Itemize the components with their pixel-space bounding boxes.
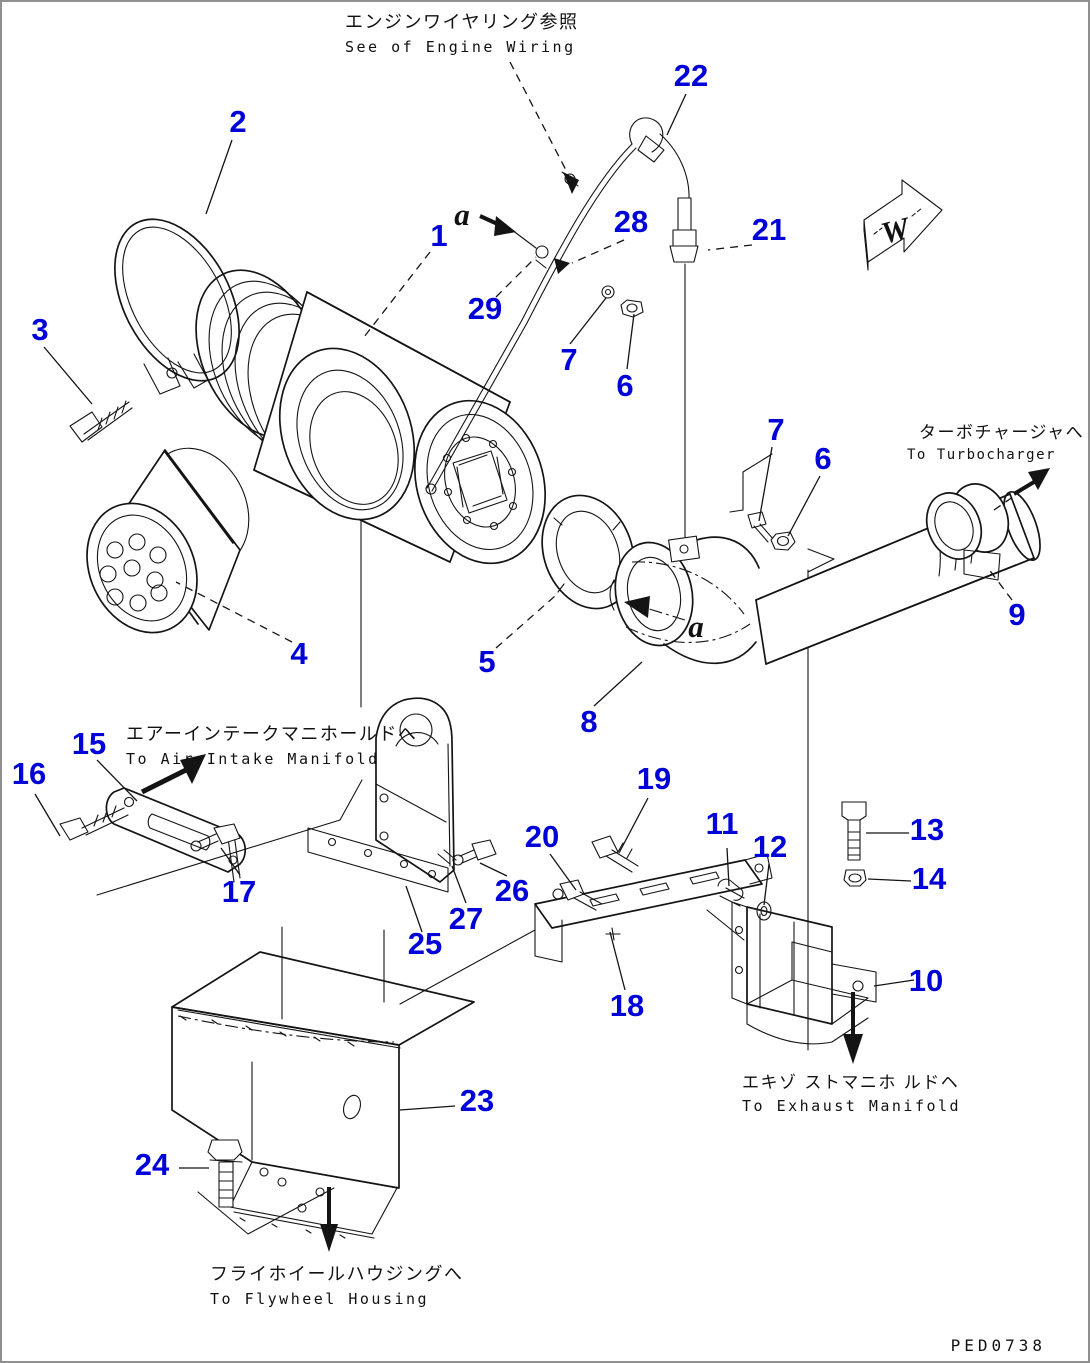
bolt-20 [552, 879, 603, 911]
callout-number: 6 [616, 368, 633, 403]
callout-number: 29 [468, 291, 502, 326]
exhaust-elbow [609, 535, 760, 665]
callout-number: 8 [580, 704, 597, 739]
callout-number: 11 [706, 806, 739, 841]
wire-harness [425, 117, 699, 495]
annotation-flywheel-en: To Flywheel Housing [210, 1290, 430, 1308]
callout-number: 4 [290, 636, 308, 671]
callout-number: 10 [909, 963, 943, 998]
callout-number: 18 [610, 988, 644, 1023]
section-a-arrow-top [479, 214, 537, 249]
bolt-26 [452, 839, 497, 866]
callout-number: 7 [560, 342, 577, 377]
callout-number: 2 [229, 104, 246, 139]
callout-number: 13 [910, 812, 944, 847]
turbo-arrow [993, 468, 1050, 511]
exhaust-down-arrow [843, 992, 863, 1064]
annotation-air-intake-jp: エアーインテークマニホールドへ [126, 724, 418, 745]
bolt-19 [591, 835, 639, 873]
annotation-engine-wiring-jp: エンジンワイヤリング参照 [345, 12, 579, 33]
bolt-17 [190, 823, 241, 852]
annotation-engine-wiring: エンジンワイヤリング参照 See of Engine Wiring [345, 8, 578, 56]
callout-number: 19 [637, 761, 671, 796]
callout-number: 28 [614, 204, 648, 239]
bracket-10 [731, 901, 877, 1045]
view-direction-arrow-w [863, 179, 943, 271]
annotation-turbocharger: ターボチャージャへ To Turbocharger [907, 418, 1084, 463]
annotation-air-intake: エアーインテークマニホールドへ To Air Intake Manifold [126, 720, 417, 768]
callout-number: 21 [752, 212, 786, 247]
annotation-turbocharger-jp: ターボチャージャへ [919, 423, 1085, 443]
assembly-lines [96, 263, 835, 1235]
callout-number: 23 [460, 1083, 494, 1118]
gasket-ring [541, 494, 635, 610]
clamp-28 [554, 258, 570, 274]
callout-number: 22 [674, 58, 708, 93]
bolt-16 [59, 805, 129, 841]
sensor-21 [669, 197, 699, 263]
hose-coupling [925, 483, 1010, 581]
washer-7-upper [601, 285, 615, 299]
cover-bracket-23 [171, 951, 475, 1239]
callout-number: 14 [912, 861, 947, 896]
annotation-exhaust-en: To Exhaust Manifold [742, 1097, 962, 1115]
bracket-25 [307, 697, 455, 893]
support-18 [534, 853, 773, 963]
callout-number: 5 [478, 644, 495, 679]
nut-6-upper [620, 299, 644, 318]
nut-14 [843, 869, 867, 887]
hook-clamp-22 [629, 117, 690, 201]
callout-number: 27 [449, 901, 483, 936]
callout-number: 12 [753, 829, 787, 864]
annotation-turbocharger-en: To Turbocharger [907, 447, 1056, 463]
annotation-exhaust: エキゾ ストマニホ ルドヘ To Exhaust Manifold [742, 1068, 961, 1115]
annotation-flywheel-jp: フライホイールハウジングへ [210, 1264, 464, 1285]
stud-27 [437, 849, 457, 865]
bolt-13 [841, 801, 867, 861]
callout-number: 3 [31, 312, 48, 347]
engine-wiring-arrowhead [563, 172, 579, 194]
engine-wiring-leader [509, 61, 569, 175]
section-a-arrow-bottom [624, 596, 686, 621]
callout-number: 6 [814, 441, 831, 476]
intake-arrow [140, 754, 206, 795]
view-label: a [454, 197, 470, 232]
annotation-exhaust-jp: エキゾ ストマニホ ルドヘ [742, 1073, 960, 1093]
clamp-band [114, 218, 240, 395]
flange-bolt-7 [747, 511, 775, 543]
callout-number: 7 [767, 412, 784, 447]
callout-number: 20 [525, 819, 559, 854]
annotation-engine-wiring-en: See of Engine Wiring [345, 38, 576, 56]
flange-nut-6 [770, 531, 796, 551]
annotation-flywheel: フライホイールハウジングへ To Flywheel Housing [210, 1260, 464, 1308]
clamp-11 [717, 878, 745, 907]
leader-lines [34, 93, 1013, 1169]
drawing-code: PED0738 [950, 1336, 1046, 1355]
view-label: W [878, 210, 916, 251]
callout-number: 24 [135, 1147, 170, 1182]
callout-number: 16 [12, 756, 46, 791]
band-bolt [69, 400, 133, 443]
clip-29 [535, 245, 549, 269]
annotation-air-intake-en: To Air Intake Manifold [126, 750, 380, 768]
callout-number: 15 [72, 726, 106, 761]
air-cleaner-body [195, 269, 547, 565]
callout-number: 17 [222, 874, 256, 909]
flow-arrows [140, 61, 1050, 1252]
view-label: a [688, 609, 704, 644]
callout-number: 9 [1008, 597, 1025, 632]
bolt-24 [207, 1139, 243, 1208]
air-cleaner-element [86, 447, 250, 634]
callout-number: 1 [430, 218, 447, 253]
callout-number: 25 [408, 926, 442, 961]
flywheel-down-arrow [320, 1187, 338, 1252]
callout-number: 26 [495, 873, 529, 908]
